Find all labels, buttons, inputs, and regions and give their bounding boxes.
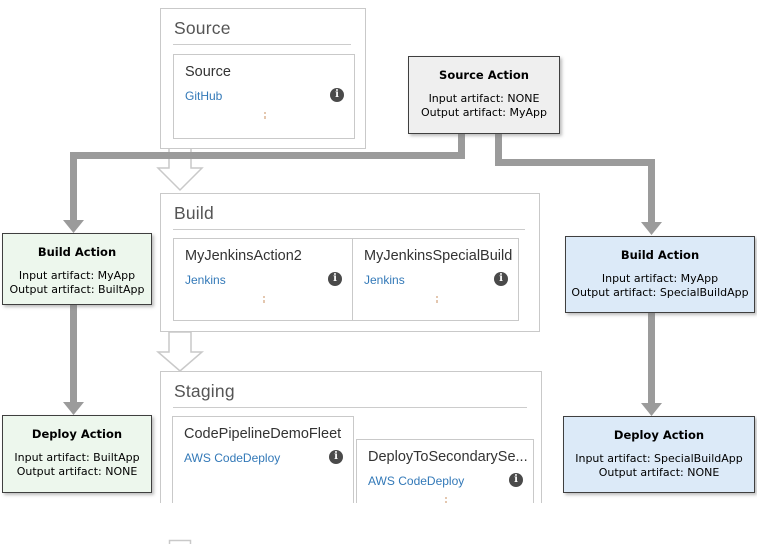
artifact-mark — [435, 296, 438, 303]
annotation-title: Source Action — [439, 68, 529, 82]
annotation-input-artifact: Input artifact: SpecialBuildApp — [575, 452, 743, 465]
info-icon[interactable]: i — [329, 450, 343, 464]
annotation-input-artifact: Input artifact: BuiltApp — [14, 451, 140, 464]
arrowhead-build-right — [641, 222, 662, 235]
action-card-codedeploy-1: CodePipelineDemoFleet AWS CodeDeploy i — [172, 416, 354, 503]
info-icon[interactable]: i — [328, 272, 342, 286]
connector-bar-left — [70, 152, 465, 159]
artifact-mark — [263, 296, 265, 303]
info-icon[interactable]: i — [509, 473, 523, 487]
connector-stub-left — [458, 133, 465, 159]
stage-staging-title: Staging — [174, 381, 235, 401]
provider-link-jenkins[interactable]: Jenkins — [364, 273, 405, 287]
info-icon[interactable]: i — [330, 88, 344, 102]
stage-title-divider — [173, 229, 525, 230]
action-name: MyJenkinsSpecialBuild — [364, 248, 513, 264]
action-card-jenkins-2: MyJenkinsSpecialBuild Jenkins i — [352, 238, 519, 321]
stage-source: Source Source GitHub i — [160, 8, 366, 149]
connector-drop-right-2 — [648, 313, 655, 404]
action-name: DeployToSecondarySe... — [368, 449, 528, 465]
provider-link-jenkins[interactable]: Jenkins — [185, 273, 226, 287]
provider-link-github[interactable]: GitHub — [185, 89, 223, 103]
connector-stub-right — [495, 133, 502, 166]
artifact-mark — [264, 112, 266, 119]
connector-bar-right — [495, 159, 655, 166]
action-card-jenkins-1: MyJenkinsAction2 Jenkins i — [173, 238, 353, 321]
annotation-title: Deploy Action — [31, 427, 123, 441]
transition-arrow-source-to-build — [156, 147, 204, 192]
annotation-title: Build Action — [620, 248, 700, 262]
arrowhead-deploy-right — [641, 403, 662, 416]
annotation-output-artifact: Output artifact: NONE — [16, 465, 138, 478]
stage-build-title: Build — [174, 203, 214, 223]
annotation-output-artifact: Output artifact: BuiltApp — [9, 283, 145, 296]
stage-build: Build MyJenkinsAction2 Jenkins i MyJenki… — [160, 193, 540, 332]
arrowhead-build-left — [63, 220, 84, 233]
annotation-input-artifact: Input artifact: MyApp — [18, 269, 136, 282]
provider-link-codedeploy[interactable]: AWS CodeDeploy — [368, 474, 465, 488]
stage-source-title: Source — [174, 18, 231, 38]
annotation-title: Build Action — [37, 245, 117, 259]
annotation-build-action-right: Build Action Input artifact: MyApp Outpu… — [565, 236, 755, 313]
action-name: Source — [185, 64, 231, 80]
transition-arrow-staging-clipped — [168, 539, 192, 544]
annotation-title: Deploy Action — [613, 428, 705, 442]
annotation-deploy-action-left: Deploy Action Input artifact: BuiltApp O… — [2, 415, 152, 493]
annotation-output-artifact: Output artifact: MyApp — [420, 106, 547, 119]
stage-title-divider — [173, 44, 351, 45]
action-card-source: Source GitHub i — [173, 54, 355, 139]
connector-drop-left-2 — [70, 304, 77, 404]
info-icon[interactable]: i — [494, 272, 508, 286]
action-name: CodePipelineDemoFleet — [184, 426, 342, 442]
annotation-output-artifact: Output artifact: SpecialBuildApp — [571, 286, 749, 299]
artifact-mark — [445, 497, 447, 503]
transition-arrow-build-to-staging — [155, 331, 205, 372]
arrowhead-deploy-left — [63, 402, 84, 415]
connector-drop-left-1 — [70, 152, 77, 222]
stage-title-divider — [173, 407, 527, 408]
annotation-deploy-action-right: Deploy Action Input artifact: SpecialBui… — [563, 416, 755, 493]
connector-drop-right-1 — [648, 159, 655, 223]
action-name: MyJenkinsAction2 — [185, 248, 302, 264]
provider-link-codedeploy[interactable]: AWS CodeDeploy — [184, 451, 281, 465]
annotation-output-artifact: Output artifact: NONE — [598, 466, 720, 479]
annotation-input-artifact: Input artifact: NONE — [428, 92, 540, 105]
annotation-input-artifact: Input artifact: MyApp — [601, 272, 719, 285]
annotation-source-action: Source Action Input artifact: NONE Outpu… — [408, 56, 560, 134]
annotation-build-action-left: Build Action Input artifact: MyApp Outpu… — [2, 233, 152, 305]
stage-staging: Staging CodePipelineDemoFleet AWS CodeDe… — [160, 371, 542, 503]
action-card-codedeploy-2: DeployToSecondarySe... AWS CodeDeploy i — [356, 439, 534, 503]
